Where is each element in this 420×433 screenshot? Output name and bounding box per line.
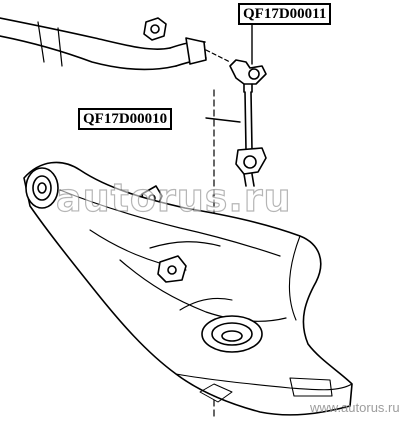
stabilizer-bar — [0, 17, 231, 71]
leader-mid — [205, 117, 241, 123]
spring-seat — [179, 297, 263, 353]
watermark-main: autorus.ru — [55, 175, 292, 220]
link-rod — [244, 91, 253, 151]
link-upper-joint — [229, 59, 267, 93]
part-number-lower: QF17D00010 — [78, 108, 173, 130]
arm-bushing — [25, 167, 59, 209]
link-lower-joint — [235, 147, 267, 187]
link-mount-bracket — [157, 255, 187, 283]
watermark-corner: www.autorus.ru — [310, 400, 400, 415]
bar-bushing — [143, 17, 167, 41]
lower-control-arm — [23, 161, 353, 416]
part-number-upper: QF17D00011 — [238, 3, 332, 25]
